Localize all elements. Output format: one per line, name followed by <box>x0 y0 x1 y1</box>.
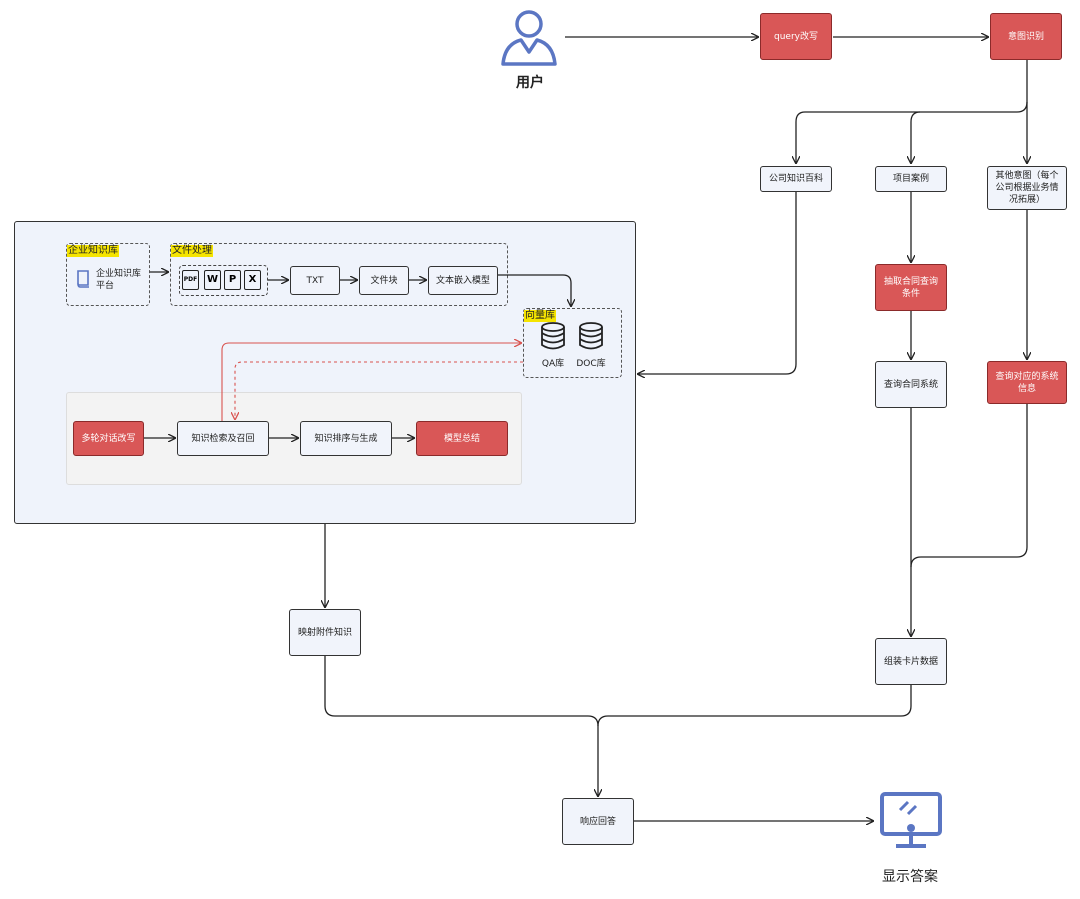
node-rank-generate[interactable]: 知识排序与生成 <box>300 421 392 456</box>
edge-sysinfo-assemble <box>910 404 1028 568</box>
node-assemble-card-data[interactable]: 组装卡片数据 <box>875 638 947 685</box>
file-icon-ppt: P <box>224 270 241 290</box>
edge-map-respond <box>324 656 598 796</box>
node-map-attachment-knowledge[interactable]: 映射附件知识 <box>289 609 361 656</box>
file-icon-excel: X <box>244 270 261 290</box>
user-label: 用户 <box>516 75 544 91</box>
node-project-case[interactable]: 项目案例 <box>875 166 947 192</box>
vector-tag: 向量库 <box>524 310 556 322</box>
node-respond-answer[interactable]: 响应回答 <box>562 798 634 845</box>
node-txt[interactable]: TXT <box>290 266 340 295</box>
edge-assemble-respond <box>597 685 912 727</box>
file-icon-word: W <box>204 270 221 290</box>
kb-platform-label: 企业知识库平台 <box>96 269 142 291</box>
node-model-summary[interactable]: 模型总结 <box>416 421 508 456</box>
file-tag: 文件处理 <box>171 245 213 257</box>
node-multi-turn-rewrite[interactable]: 多轮对话改写 <box>73 421 144 456</box>
node-extract-contract-conditions[interactable]: 抽取合同查询条件 <box>875 264 947 311</box>
kb-group <box>66 243 150 306</box>
node-chunk[interactable]: 文件块 <box>359 266 409 295</box>
node-query-rewrite[interactable]: query改写 <box>760 13 832 60</box>
display-label: 显示答案 <box>882 869 938 885</box>
node-other-intent[interactable]: 其他意图（每个公司根据业务情况拓展） <box>987 166 1067 210</box>
edge-wiki-panel <box>638 192 797 374</box>
monitor-icon <box>880 792 942 848</box>
edge-branch-project <box>911 111 921 163</box>
node-embed-model[interactable]: 文本嵌入模型 <box>428 266 498 295</box>
book-icon <box>77 270 89 288</box>
node-company-wiki[interactable]: 公司知识百科 <box>760 166 832 192</box>
user-icon <box>501 10 557 66</box>
doc-db-label: DOC库 <box>576 359 606 369</box>
vector-group <box>523 308 622 378</box>
node-retrieve-recall[interactable]: 知识检索及召回 <box>177 421 269 456</box>
kb-tag: 企业知识库 <box>67 245 119 257</box>
node-query-system-info[interactable]: 查询对应的系统信息 <box>987 361 1067 404</box>
node-intent-recognition[interactable]: 意图识别 <box>990 13 1062 60</box>
qa-db-label: QA库 <box>541 359 565 369</box>
file-icon-pdf: PDF <box>182 270 199 290</box>
node-query-contract-system[interactable]: 查询合同系统 <box>875 361 947 408</box>
doc-database-icon <box>579 322 603 350</box>
file-types-box <box>179 265 268 296</box>
qa-database-icon <box>541 322 565 350</box>
